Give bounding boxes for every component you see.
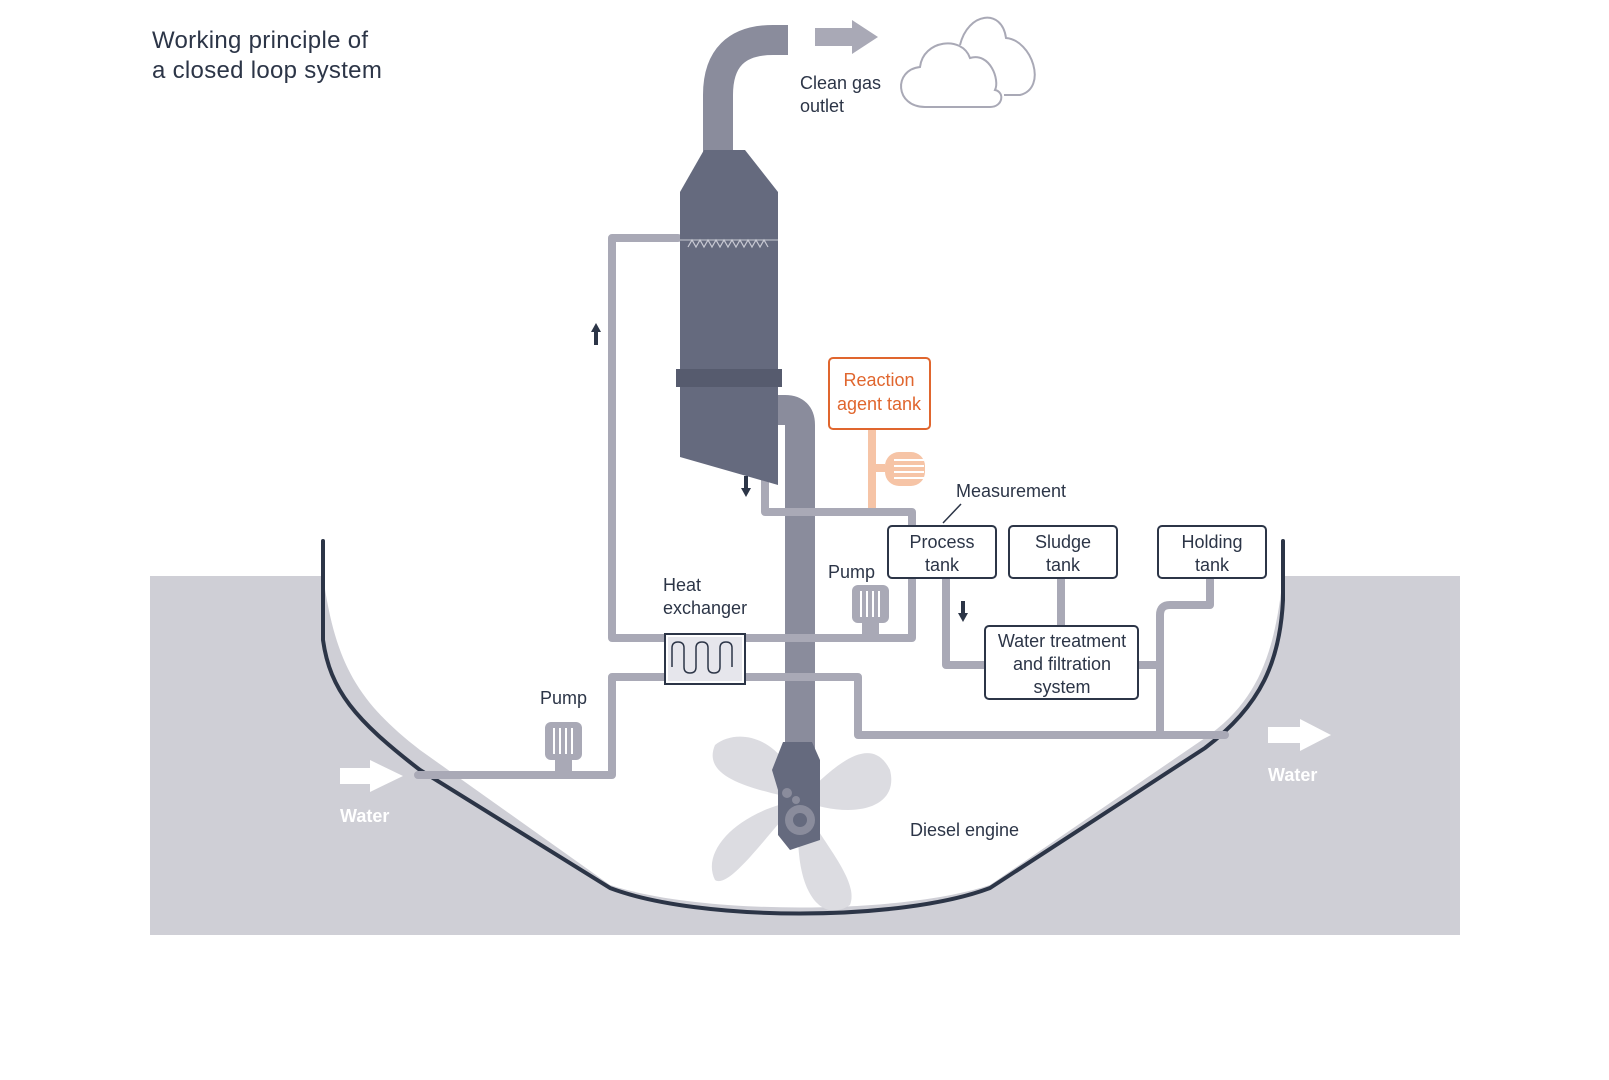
process-tank [887,525,997,579]
diagram-title-line1: Working principle of [152,27,368,54]
water-treatment-label-line1: Water treatment [998,631,1126,651]
diagram-title-line2: a closed loop system [152,57,382,84]
pipe-network [414,234,1229,779]
water-out-label: Water [1268,765,1317,785]
holding-tank [1157,525,1267,579]
holding-tank-label-line2: tank [1195,555,1230,575]
flow-direction-arrows [591,323,968,622]
water-treatment-label-line2: and filtration [1013,654,1111,674]
pump-upper-label: Pump [828,562,875,582]
sludge-tank [1008,525,1118,579]
reaction-agent-label-line1: Reaction [843,370,914,390]
exhaust-pipe [765,395,815,755]
pump-lower-label: Pump [540,688,587,708]
arrow-right-icon [340,760,403,792]
sludge-tank-label-line1: Sludge [1035,532,1091,552]
diesel-engine-label: Diesel engine [910,820,1019,840]
cloud-icon [900,42,1003,108]
reaction-agent-dosing [868,428,925,508]
sea-area [150,576,1460,935]
heat-exchanger-label-line1: Heat [663,575,701,595]
scrubber-tower [676,25,788,485]
heat-exchanger-label-line2: exchanger [663,598,747,618]
process-tank-label-line1: Process [909,532,974,552]
clean-gas-label-line1: Clean gas [800,73,881,93]
arrow-right-icon [815,20,878,54]
ship-hull [321,539,1285,916]
process-tank-label-line2: tank [925,555,960,575]
heat-exchanger-icon [664,633,746,685]
sludge-tank-label-line2: tank [1046,555,1081,575]
water-in-label: Water [340,806,389,826]
reaction-agent-label-line2: agent tank [837,394,922,414]
arrow-right-icon [1268,719,1331,751]
reaction-agent-tank [828,357,931,430]
clean-gas-label-line2: outlet [800,96,844,116]
measurement-label: Measurement [956,481,1066,501]
pump-icon [545,722,582,775]
measurement-leader [942,503,962,524]
holding-tank-label-line1: Holding [1181,532,1242,552]
water-treatment-system [984,625,1139,700]
water-treatment-label-line3: system [1033,677,1090,697]
diesel-engine-icon [772,742,820,850]
cloud-icon [959,16,1036,96]
pump-icon [852,585,889,638]
